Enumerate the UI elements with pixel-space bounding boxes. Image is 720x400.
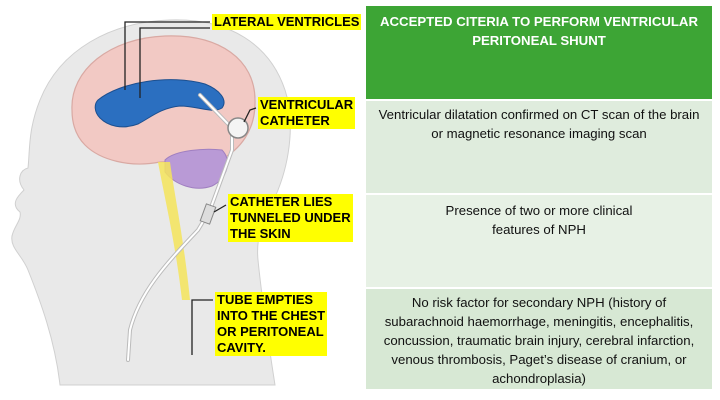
criterion-row: Ventricular dilatation confirmed on CT s… [366, 101, 712, 193]
criteria-header: ACCEPTED CITERIA TO PERFORM VENTRICULAR … [366, 6, 712, 99]
catheter-segment [199, 203, 217, 225]
label-lateral-ventricles: LATERAL VENTRICLES [212, 14, 362, 30]
shunt-valve [227, 117, 249, 139]
spinal-cord [158, 162, 190, 300]
label-ventricular-catheter: VENTRICULAR CATHETER [258, 97, 356, 129]
label-tube-empties: TUBE EMPTIES INTO THE CHEST OR PERITONEA… [215, 292, 328, 356]
leader-lines [124, 21, 257, 355]
head-shunt-illustration [11, 19, 291, 386]
criterion-row: Presence of two or more clinical feature… [366, 195, 712, 287]
criterion-text: Ventricular dilatation confirmed on CT s… [378, 107, 700, 141]
criteria-header-text: ACCEPTED CITERIA TO PERFORM VENTRICULAR … [380, 14, 698, 48]
label-catheter-tunneled: CATHETER LIES TUNNELED UNDER THE SKIN [228, 194, 353, 242]
criterion-text: Presence of two or more clinical feature… [445, 203, 633, 237]
lateral-ventricles [94, 79, 225, 128]
criterion-text: No risk factor for secondary NPH (histor… [383, 295, 695, 386]
criterion-row: No risk factor for secondary NPH (histor… [366, 289, 712, 389]
